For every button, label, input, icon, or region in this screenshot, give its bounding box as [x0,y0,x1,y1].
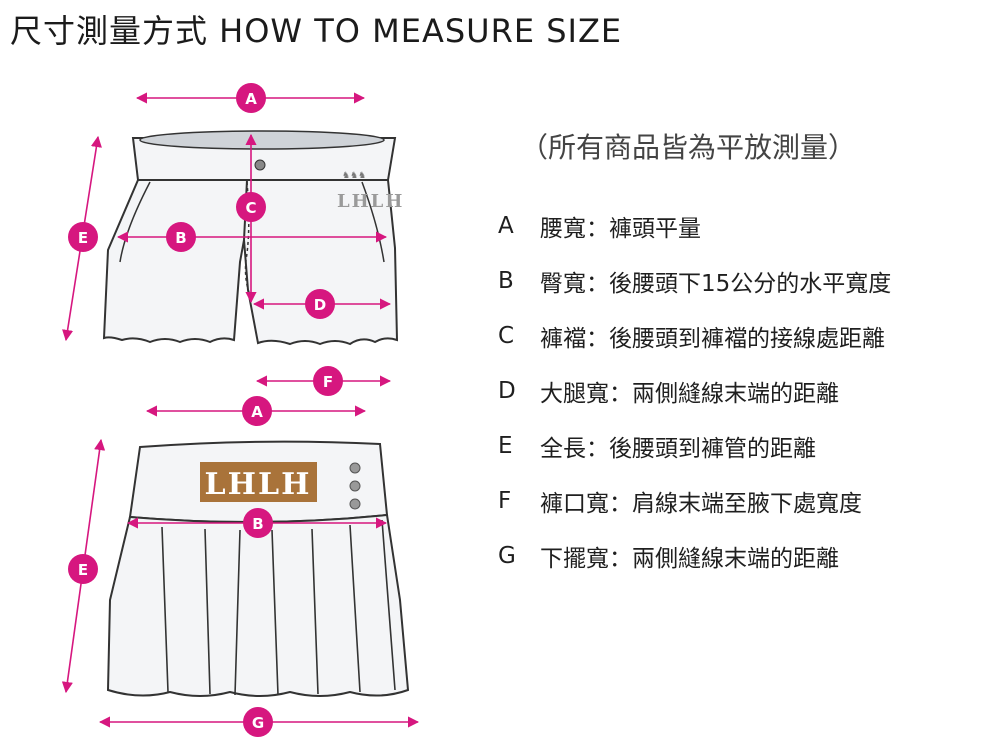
legend-text: 下擺寬：兩側縫線末端的距離 [540,545,839,572]
legend-text: 褲口寬：肩線末端至腋下處寬度 [540,490,862,517]
page-title: 尺寸測量方式 HOW TO MEASURE SIZE [10,12,623,50]
legend-letter: A [498,212,514,239]
svg-text:G: G [252,714,264,732]
badge-e-skirt: E [68,554,98,584]
svg-text:A: A [245,90,257,108]
badge-b-shorts: B [166,222,196,252]
badge-a-shorts: A [236,83,266,113]
legend-letter: G [498,542,516,569]
label-badges: A C B E D F A B E G [68,83,343,737]
skirt-drawing: LHLH [106,440,410,697]
badge-c-shorts: C [236,192,266,222]
legend-item-a: A 腰寬：褲頭平量 [498,198,891,253]
brand-text: LHLH [205,467,312,502]
legend-text: 大腿寬：兩側縫線末端的距離 [540,380,839,407]
legend-item-g: G 下擺寬：兩側縫線末端的距離 [498,528,891,583]
badge-d-shorts: D [305,289,335,319]
legend-letter: C [498,322,515,349]
legend-letter: F [498,487,512,514]
legend-letter: B [498,267,514,294]
brand-text-small: LHLH [337,191,404,212]
legend-item-e: E 全長：後腰頭到褲管的距離 [498,418,891,473]
badge-e-shorts: E [68,222,98,252]
legend-letter: D [498,377,516,404]
legend-text: 褲襠：後腰頭到褲襠的接線處距離 [540,325,885,352]
svg-text:B: B [175,229,186,247]
measurement-legend: A 腰寬：褲頭平量 B 臀寬：後腰頭下15公分的水平寬度 C 褲襠：後腰頭到褲襠的接線… [498,198,891,583]
svg-text:A: A [251,403,263,421]
legend-text: 全長：後腰頭到褲管的距離 [540,435,816,462]
brand-logo: LHLH [200,462,317,502]
legend-letter: E [498,432,513,459]
svg-text:E: E [78,229,88,247]
badge-b-skirt: B [243,508,273,538]
legend-text: 腰寬：褲頭平量 [540,215,701,242]
legend-item-b: B 臀寬：後腰頭下15公分的水平寬度 [498,253,891,308]
svg-text:B: B [252,515,263,533]
svg-text:F: F [323,373,333,391]
legend-item-d: D 大腿寬：兩側縫線末端的距離 [498,363,891,418]
brand-logo-small: ♞♞♞ LHLH [337,171,404,212]
badge-f-shorts: F [313,366,343,396]
legend-item-f: F 褲口寬：肩線末端至腋下處寬度 [498,473,891,528]
measurement-note: （所有商品皆為平放測量） [520,131,857,164]
svg-text:C: C [245,199,256,217]
legend-text: 臀寬：後腰頭下15公分的水平寬度 [540,270,892,297]
svg-text:♞♞♞: ♞♞♞ [342,171,366,181]
badge-g-skirt: G [243,707,273,737]
badge-a-skirt: A [242,396,272,426]
legend-item-c: C 褲襠：後腰頭到褲襠的接線處距離 [498,308,891,363]
svg-text:D: D [314,296,326,314]
svg-text:E: E [78,561,88,579]
